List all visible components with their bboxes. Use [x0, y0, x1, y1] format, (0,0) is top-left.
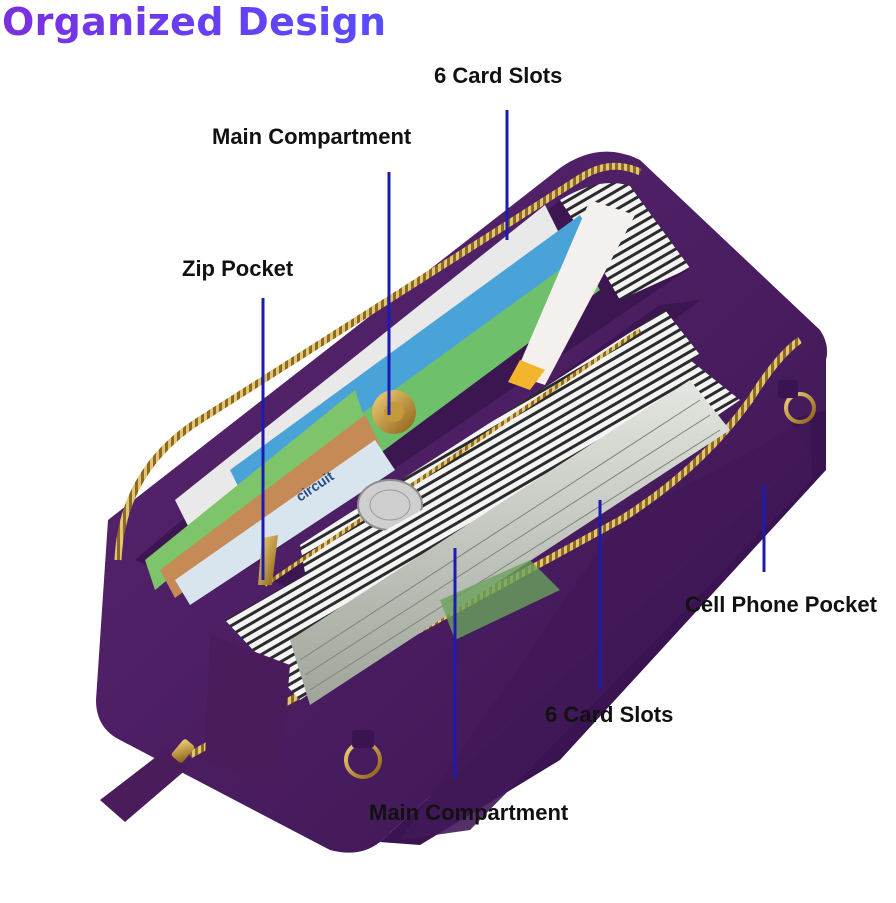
callout-lines — [261, 110, 766, 778]
d-ring-right — [778, 380, 816, 424]
d-ring-bottom — [344, 730, 382, 779]
label-main-compartment-top: Main Compartment — [212, 124, 412, 149]
label-zip-pocket: Zip Pocket — [182, 256, 294, 281]
label-card-slots-top: 6 Card Slots — [434, 63, 563, 88]
zipper-tab — [100, 739, 195, 822]
label-card-slots-bottom: 6 Card Slots — [545, 702, 674, 727]
main-compartment-cash — [225, 360, 740, 705]
label-cell-phone-pocket: Cell Phone Pocket — [685, 592, 877, 617]
page-title: Organized Design — [2, 0, 387, 44]
label-main-compartment-bottom: Main Compartment — [369, 800, 569, 825]
card-slot-panel-top: circuit — [135, 183, 690, 605]
